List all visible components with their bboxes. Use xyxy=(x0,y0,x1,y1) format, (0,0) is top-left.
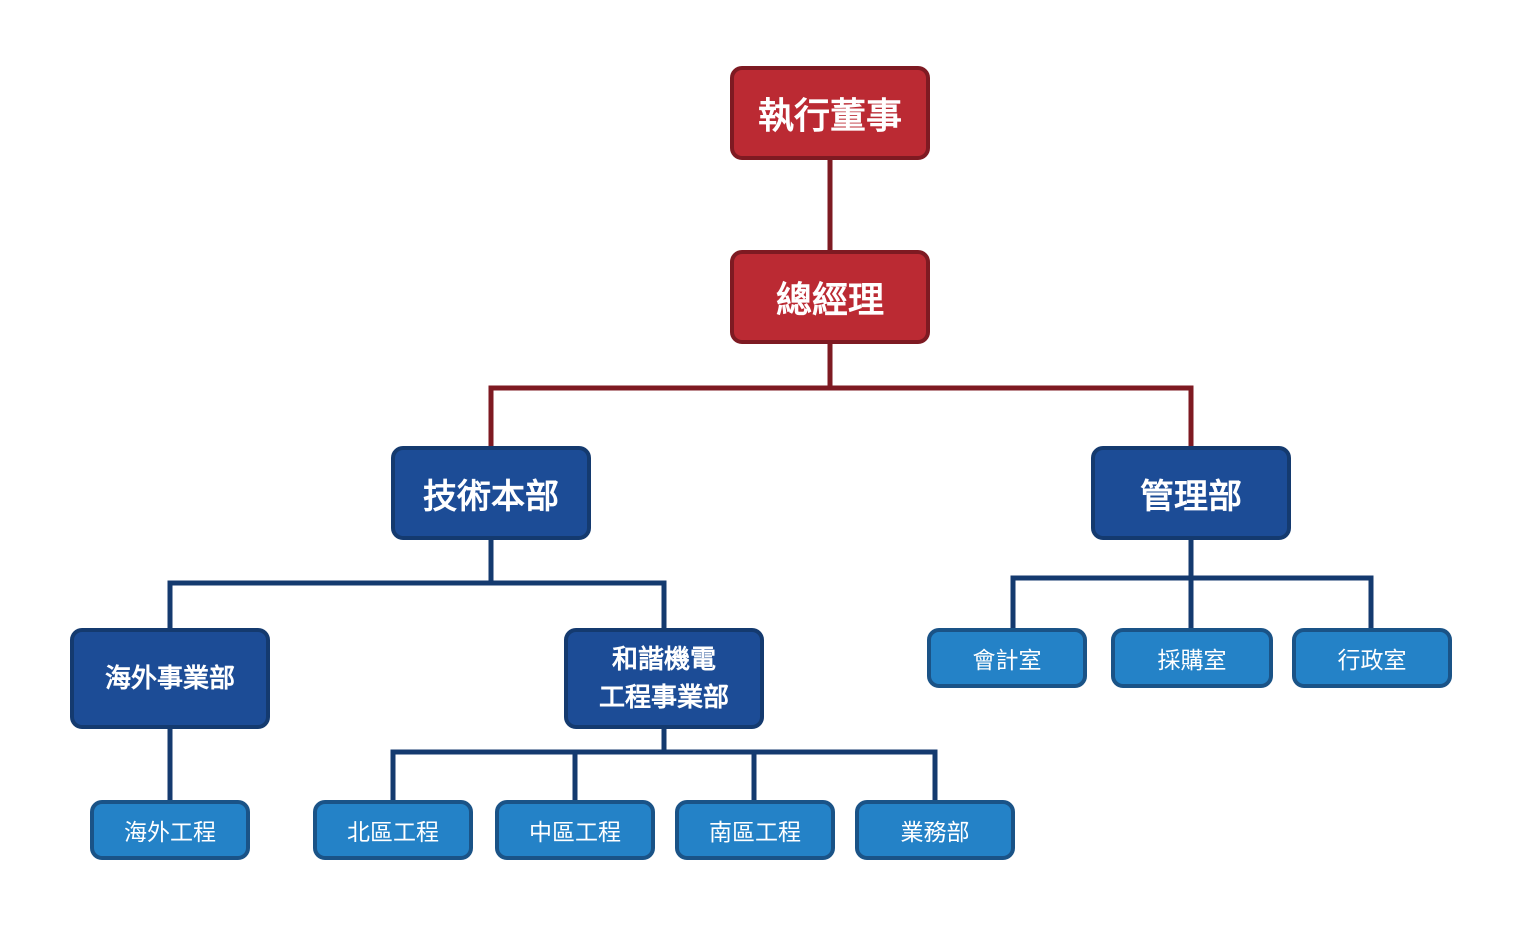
procurement-box: 採購室 xyxy=(1111,628,1273,688)
connector-mgmt-to-offices xyxy=(1010,537,1374,631)
central-engineering-label: 中區工程 xyxy=(529,820,621,846)
general-manager-box: 總經理 xyxy=(730,250,930,344)
accounting-box: 會計室 xyxy=(927,628,1087,688)
hexie-mep-engineering-box: 和諧機電 工程事業部 xyxy=(564,628,764,729)
management-dept-label: 管理部 xyxy=(1140,476,1242,517)
overseas-business-box: 海外事業部 xyxy=(70,628,270,729)
north-engineering-label: 北區工程 xyxy=(347,820,439,846)
administration-box: 行政室 xyxy=(1292,628,1452,688)
connector-tech-to-units xyxy=(167,537,667,631)
overseas-engineering-box: 海外工程 xyxy=(90,800,250,860)
accounting-label: 會計室 xyxy=(972,648,1042,674)
business-dept-box: 業務部 xyxy=(855,800,1015,860)
hexie-mep-label-line1: 和諧機電 xyxy=(611,644,716,675)
administration-label: 行政室 xyxy=(1337,648,1407,674)
north-engineering-box: 北區工程 xyxy=(313,800,473,860)
central-engineering-box: 中區工程 xyxy=(495,800,655,860)
general-manager-label: 總經理 xyxy=(775,280,884,321)
connector-hexie-to-regions xyxy=(390,726,938,803)
overseas-engineering-label: 海外工程 xyxy=(124,820,216,846)
overseas-business-label: 海外事業部 xyxy=(104,663,235,694)
connector-gm-to-departments xyxy=(488,341,1194,449)
business-dept-label: 業務部 xyxy=(900,820,970,846)
executive-director-label: 執行董事 xyxy=(757,96,902,137)
south-engineering-label: 南區工程 xyxy=(709,820,801,846)
executive-director-box: 執行董事 xyxy=(730,66,930,160)
technical-division-box: 技術本部 xyxy=(391,446,591,540)
technical-division-label: 技術本部 xyxy=(423,476,559,517)
procurement-label: 採購室 xyxy=(1157,648,1227,674)
south-engineering-box: 南區工程 xyxy=(675,800,835,860)
hexie-mep-label-line2: 工程事業部 xyxy=(598,682,729,713)
management-dept-box: 管理部 xyxy=(1091,446,1291,540)
